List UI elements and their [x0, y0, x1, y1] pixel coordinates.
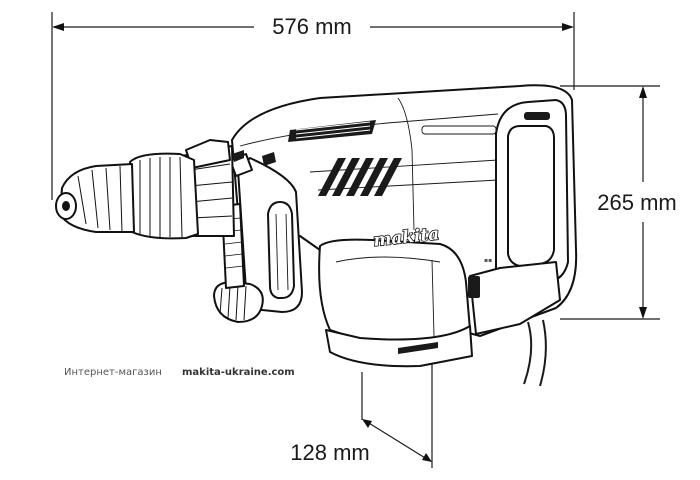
- depth-label: 128 mm: [290, 440, 369, 465]
- arrow-left-icon: [52, 23, 64, 31]
- arrow-depth-left-icon: [362, 419, 372, 428]
- arrow-depth-right-icon: [422, 453, 432, 462]
- watermark-label: Интернет-магазин: [64, 367, 162, 378]
- watermark-site: makita-ukraine.com: [182, 367, 295, 378]
- svg-text:▪▪: ▪▪: [484, 257, 492, 264]
- height-label: 265 mm: [597, 190, 676, 215]
- depth-dimension: 128 mm: [290, 310, 433, 468]
- top-vent-icon: [288, 120, 376, 142]
- width-label: 576 mm: [272, 14, 351, 39]
- watermark: Интернет-магазин makita-ukraine.com: [64, 367, 295, 378]
- arrow-up-icon: [639, 86, 647, 98]
- arrow-down-icon: [639, 307, 647, 319]
- side-vent-icon: [318, 158, 402, 196]
- switch-icon: [468, 276, 480, 298]
- side-handle-grip-icon: [275, 213, 289, 291]
- width-dimension: 576 mm: [51, 12, 575, 200]
- arrow-right-icon: [562, 23, 574, 31]
- height-dimension: 265 mm: [560, 85, 677, 320]
- chuck: [55, 152, 199, 240]
- demolition-hammer-drawing: ▪▪ makita: [55, 84, 578, 387]
- side-handle: [213, 150, 303, 323]
- handle-grip-icon: [524, 112, 550, 120]
